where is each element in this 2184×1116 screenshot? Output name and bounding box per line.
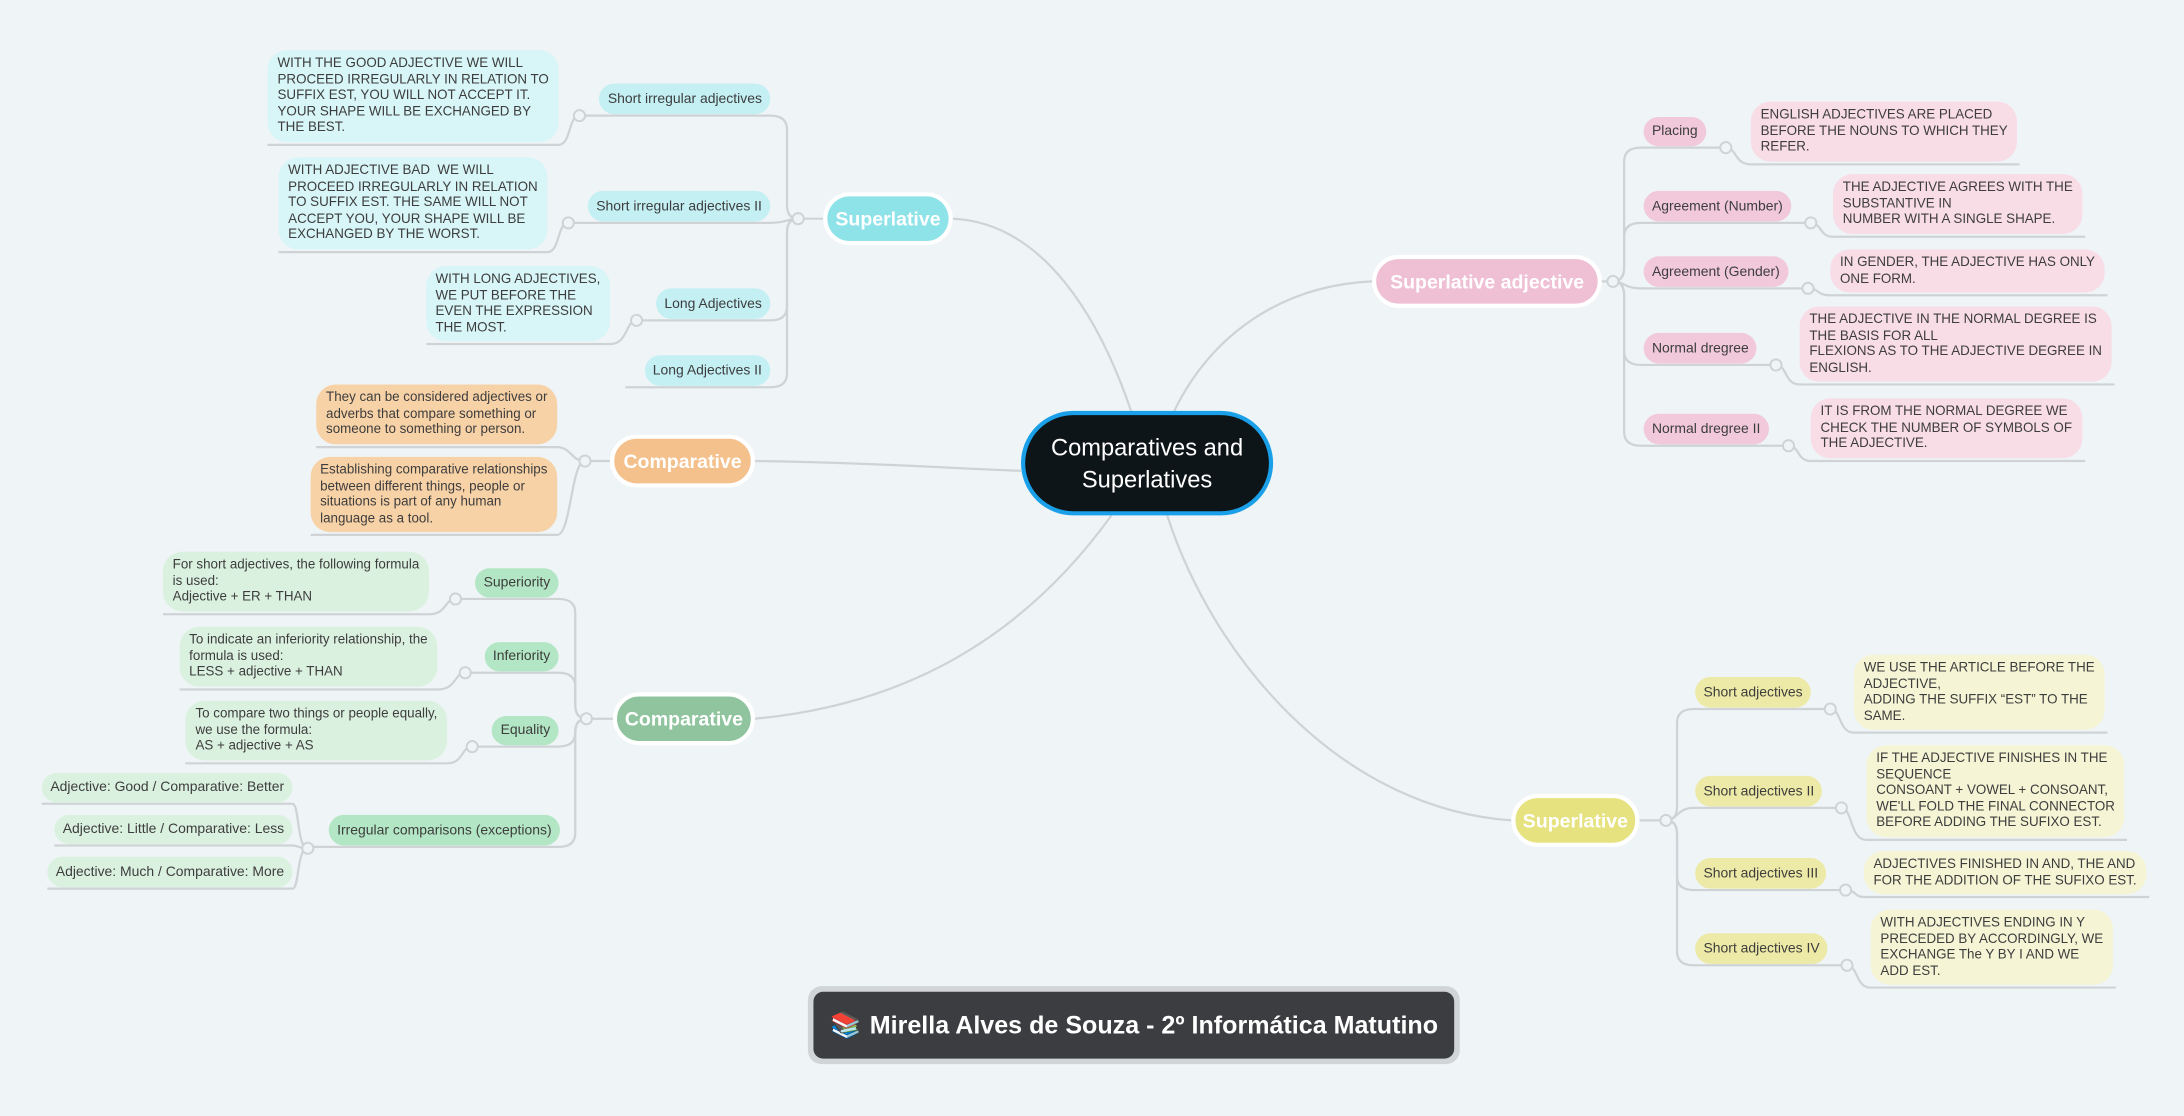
note-short-adjectives-iii: ADJECTIVES FINISHED IN AND, THE AND FOR …: [1863, 851, 2147, 895]
subtopic-superiority[interactable]: Superiority: [475, 568, 559, 598]
subtopic-inferiority[interactable]: Inferiority: [484, 642, 559, 672]
collapse-node-icon: [1804, 216, 1818, 230]
note-superiority: For short adjectives, the following form…: [162, 551, 430, 612]
branch-line: [1665, 806, 1842, 822]
subtopic-normal-degree[interactable]: Normal dregree: [1643, 332, 1758, 364]
author-title: Mirella Alves de Souza - 2º Informática …: [869, 1010, 1439, 1039]
subtopic-short-adjectives-ii[interactable]: Short adjectives II: [1695, 775, 1823, 807]
link-central-superlative-adjective: [1173, 280, 1373, 412]
collapse-node-icon: [1823, 702, 1837, 716]
note-comparative-definition: They can be considered adjectives or adv…: [316, 384, 558, 445]
note-normal-degree-ii: IT IS FROM THE NORMAL DEGREE WE CHECK TH…: [1810, 398, 2082, 458]
collapse-node-icon: [1834, 801, 1848, 815]
topic-superlative-left[interactable]: Superlative: [823, 192, 953, 246]
collapse-node-icon: [1781, 439, 1796, 453]
irregular-much-more[interactable]: Adjective: Much / Comparative: More: [47, 856, 293, 888]
hub-node-icon: [578, 454, 592, 468]
note-inferiority: To indicate an inferiority relationship,…: [179, 626, 438, 687]
note-equality: To compare two things or people equally,…: [185, 700, 448, 761]
subtopic-short-adjectives-iii[interactable]: Short adjectives III: [1695, 858, 1827, 889]
subtopic-short-adjectives[interactable]: Short adjectives: [1695, 676, 1811, 708]
branch-line: [465, 671, 587, 720]
subtopic-long-adjectives-ii[interactable]: Long Adjectives II: [644, 355, 771, 386]
topic-comparative-green[interactable]: Comparative: [612, 692, 755, 746]
central-topic[interactable]: Comparatives and Superlatives: [1020, 410, 1274, 516]
note-comparative-relationships: Establishing comparative relationships b…: [310, 456, 558, 533]
collapse-node-icon: [1840, 958, 1854, 972]
note-agreement-gender: IN GENDER, THE ADJECTIVE HAS ONLY ONE FO…: [1830, 249, 2105, 293]
hub-node-icon: [579, 712, 593, 726]
hub-node-icon: [791, 212, 805, 226]
subtopic-long-adjectives[interactable]: Long Adjectives: [655, 288, 771, 319]
topic-superlative-adjective[interactable]: Superlative adjective: [1372, 254, 1603, 308]
hub-node-icon: [1659, 813, 1673, 827]
collapse-node-icon: [630, 313, 644, 327]
collapse-node-icon: [448, 592, 463, 606]
hub-node-icon: [301, 841, 315, 855]
collapse-node-icon: [1719, 141, 1733, 155]
link-central-superlative-right: [1166, 515, 1512, 822]
books-icon: 📚: [830, 1010, 862, 1039]
irregular-little-less[interactable]: Adjective: Little / Comparative: Less: [54, 814, 293, 845]
note-normal-degree: THE ADJECTIVE IN THE NORMAL DEGREE IS TH…: [1799, 306, 2112, 383]
subtopic-placing[interactable]: Placing: [1643, 117, 1707, 147]
subtopic-equality[interactable]: Equality: [492, 715, 559, 746]
note-short-adjectives: WE USE THE ARTICLE BEFORE THE ADJECTIVE,…: [1853, 654, 2105, 731]
collapse-node-icon: [572, 109, 586, 123]
topic-comparative-orange[interactable]: Comparative: [610, 434, 755, 488]
link-central-superlative-left: [952, 217, 1133, 412]
note-short-irregular: WITH THE GOOD ADJECTIVE WE WILL PROCEED …: [267, 50, 559, 143]
author-banner: 📚 Mirella Alves de Souza - 2º Informátic…: [807, 986, 1461, 1065]
subtopic-agreement-number[interactable]: Agreement (Number): [1643, 190, 1792, 222]
note-placing: ENGLISH ADJECTIVES ARE PLACED BEFORE THE…: [1750, 101, 2018, 162]
note-long-adjectives: WITH LONG ADJECTIVES, WE PUT BEFORE THE …: [425, 266, 611, 342]
subtopic-short-irregular[interactable]: Short irregular adjectives: [599, 83, 771, 115]
subtopic-normal-degree-ii[interactable]: Normal dregree II: [1643, 413, 1769, 445]
link-central-comparative-green: [754, 514, 1113, 720]
collapse-node-icon: [561, 216, 575, 230]
subtopic-irregular-comparisons[interactable]: Irregular comparisons (exceptions): [328, 814, 560, 846]
collapse-node-icon: [1839, 883, 1853, 897]
collapse-node-icon: [1801, 281, 1815, 295]
link-central-comparative-orange: [754, 459, 1022, 472]
collapse-node-icon: [465, 740, 479, 754]
hub-node-icon: [1606, 274, 1620, 288]
note-short-adjectives-iv: WITH ADJECTIVES ENDING IN Y PRECEDED BY …: [1870, 909, 2113, 986]
collapse-node-icon: [1769, 358, 1783, 372]
subtopic-short-irregular-ii[interactable]: Short irregular adjectives II: [587, 190, 771, 222]
collapse-node-icon: [458, 666, 472, 680]
subtopic-short-adjectives-iv[interactable]: Short adjectives IV: [1695, 933, 1829, 964]
irregular-good-better[interactable]: Adjective: Good / Comparative: Better: [41, 773, 293, 803]
child-line: [54, 844, 308, 850]
topic-superlative-right[interactable]: Superlative: [1511, 793, 1640, 847]
note-short-irregular-ii: WITH ADJECTIVE BAD WE WILL PROCEED IRREG…: [278, 157, 548, 250]
note-agreement-number: THE ADJECTIVE AGREES WITH THE SUBSTANTIV…: [1833, 174, 2083, 234]
note-short-adjectives-ii: IF THE ADJECTIVE FINISHES IN THE SEQUENC…: [1866, 745, 2125, 838]
subtopic-agreement-gender[interactable]: Agreement (Gender): [1643, 256, 1789, 287]
